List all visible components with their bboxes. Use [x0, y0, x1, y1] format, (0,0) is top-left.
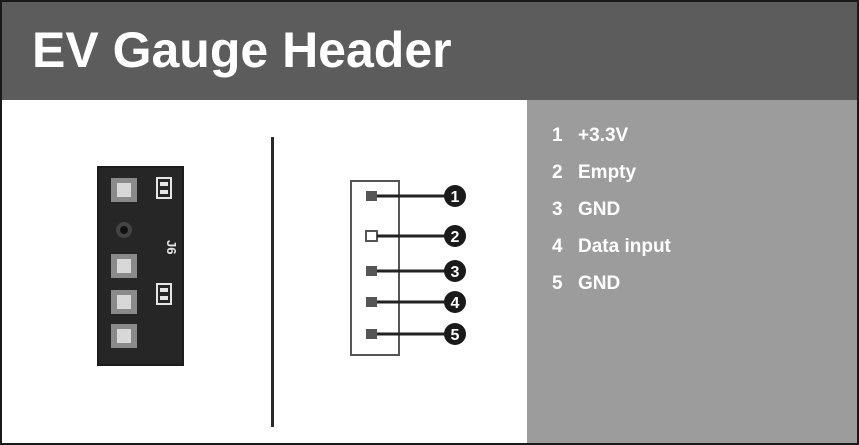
pin-name: +3.3V — [578, 125, 629, 146]
illustration-panel: J6 1 2 3 4 5 — [2, 100, 527, 443]
header-bar: EV Gauge Header — [2, 2, 857, 100]
schematic-pin-1: 1 — [366, 185, 466, 207]
pin-square — [366, 191, 377, 201]
header-schematic: 1 2 3 4 5 — [350, 180, 466, 356]
callout-number: 3 — [451, 264, 460, 281]
photo-pin-5 — [111, 324, 137, 348]
divider-line — [271, 137, 274, 427]
pin-name: GND — [578, 199, 621, 220]
pin-name: GND — [578, 273, 621, 294]
callout-circle — [444, 260, 466, 282]
page-title: EV Gauge Header — [32, 22, 452, 78]
schematic-pin-3: 3 — [366, 260, 466, 282]
pin-row-4: 4 Data input — [552, 228, 671, 265]
callout-circle — [444, 225, 466, 247]
photo-pin-1 — [111, 178, 137, 202]
callout-number: 5 — [451, 327, 460, 344]
board-label: J6 — [164, 240, 179, 254]
pin-square — [366, 266, 377, 276]
photo-pin-2-empty — [116, 222, 132, 238]
callout-circle — [444, 323, 466, 345]
pin-square — [366, 329, 377, 339]
schematic-pin-5: 5 — [366, 323, 466, 345]
schematic-pin-4: 4 — [366, 291, 466, 313]
schematic-pin-2: 2 — [365, 225, 466, 247]
callout-circle — [444, 185, 466, 207]
callout-number: 1 — [451, 189, 460, 206]
pin-name: Empty — [578, 162, 637, 183]
header-photo: J6 — [97, 166, 184, 366]
pin-number: 3 — [552, 199, 563, 220]
pin-number: 1 — [552, 125, 563, 146]
pin-row-5: 5 GND — [552, 265, 671, 302]
callout-number: 2 — [451, 229, 460, 246]
pin-number: 5 — [552, 273, 563, 294]
pin-row-1: 1 +3.3V — [552, 117, 671, 154]
pin-number: 2 — [552, 162, 563, 183]
photo-pin-3 — [111, 254, 137, 278]
pin-square — [366, 297, 377, 307]
pin-row-3: 3 GND — [552, 191, 671, 228]
photo-pin-4 — [111, 290, 137, 314]
callout-number: 4 — [451, 295, 460, 312]
callout-circle — [444, 291, 466, 313]
pin-number: 4 — [552, 236, 563, 257]
empty-pin-square — [365, 230, 378, 242]
pin-row-2: 2 Empty — [552, 154, 671, 191]
pin-name: Data input — [578, 236, 671, 257]
